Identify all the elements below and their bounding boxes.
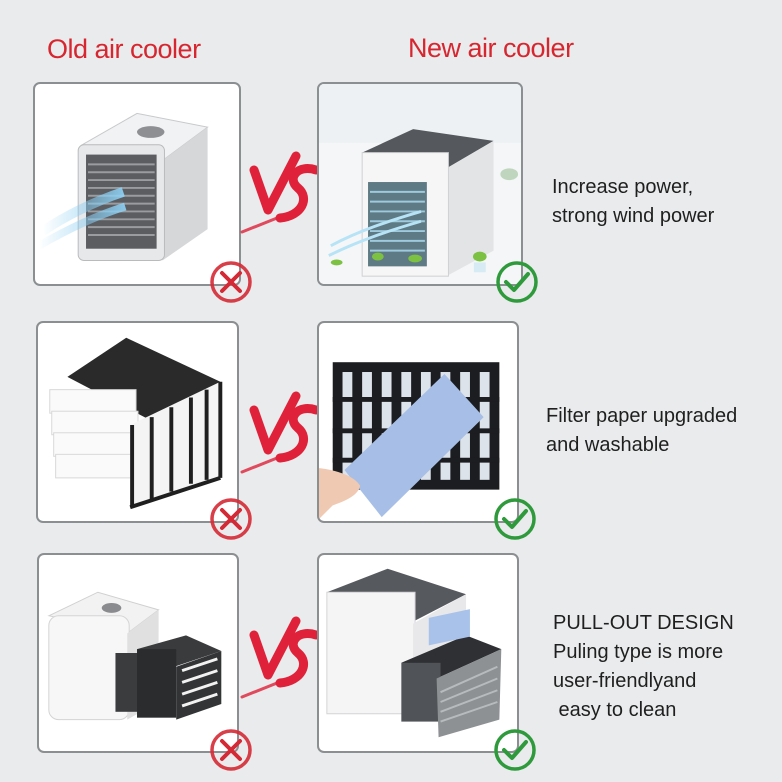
cross-icon-row3 — [210, 729, 252, 771]
description-line: easy to clean — [553, 699, 677, 721]
description-line: and washable — [546, 434, 670, 456]
description-line: Increase power, — [552, 176, 694, 198]
description-line: user-friendlyand — [553, 670, 697, 692]
new-pullout-image-row3 — [317, 553, 519, 753]
description-line: strong wind power — [552, 205, 715, 227]
cross-icon-row1 — [210, 261, 252, 303]
description-line: Puling type is more — [553, 641, 724, 663]
description-row3: PULL-OUT DESIGN Puling type is more user-f… — [553, 609, 734, 725]
old-pullout-image-row3 — [37, 553, 239, 753]
old-filter-image-row2 — [36, 321, 239, 523]
old-cooler-image-row1 — [33, 82, 241, 286]
description-line: Filter paper upgraded — [546, 405, 738, 427]
vs-mark-row2 — [240, 391, 321, 474]
check-icon-row2 — [494, 498, 536, 540]
description-line: PULL-OUT DESIGN — [553, 612, 734, 634]
check-icon-row1 — [496, 261, 538, 303]
new-filter-image-row2 — [317, 321, 519, 523]
vs-mark-row3 — [240, 616, 321, 699]
check-icon-row3 — [494, 729, 536, 771]
vs-mark-row1 — [240, 151, 321, 234]
description-row2: Filter paper upgraded and washable — [546, 402, 737, 460]
new-air-cooler-heading: New air cooler — [408, 33, 574, 63]
cross-icon-row2 — [210, 498, 252, 540]
description-row1: Increase power, strong wind power — [552, 173, 714, 231]
old-air-cooler-heading: Old air cooler — [47, 34, 201, 64]
new-cooler-image-row1 — [317, 82, 523, 286]
